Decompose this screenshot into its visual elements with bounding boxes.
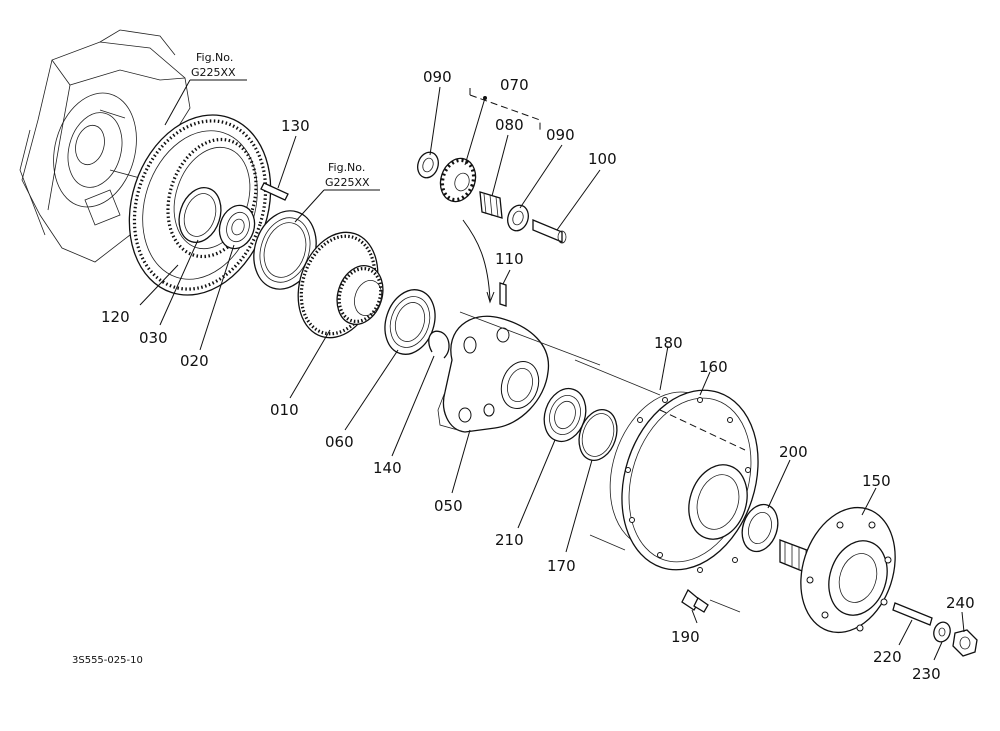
callout-200: 200 [779, 443, 808, 461]
snap-ring-140 [428, 330, 450, 359]
callout-150: 150 [862, 472, 891, 490]
callout-060: 060 [325, 433, 354, 451]
fig-ref-1-line1: Fig.No. [196, 51, 233, 64]
callout-220: 220 [873, 648, 902, 666]
stud-bolt-220 [892, 602, 933, 626]
bearing-020 [218, 204, 256, 250]
callout-170: 170 [547, 557, 576, 575]
callout-070: 070 [500, 76, 529, 94]
callout-110: 110 [495, 250, 524, 268]
callout-090-right: 090 [546, 126, 575, 144]
drawing-code: 3S555-025-10 [72, 655, 143, 666]
fig-ref-1-line2: G225XX [191, 66, 236, 79]
assembly-arrow [462, 219, 491, 301]
shaft-100 [532, 219, 567, 244]
bearing-060 [384, 289, 436, 355]
fig-ref-1: Fig.No. G225XX [164, 51, 247, 126]
callout-210: 210 [495, 531, 524, 549]
washer-230 [933, 621, 951, 643]
callout-010: 010 [270, 401, 299, 419]
bearing-210 [543, 387, 587, 443]
gear-010 [297, 231, 384, 339]
key-110 [499, 282, 507, 307]
fig-ref-2-line1: Fig.No. [328, 161, 365, 174]
fig-ref-2: Fig.No. G225XX [294, 161, 380, 223]
o-ring-170 [578, 409, 618, 461]
pin-130 [260, 182, 289, 201]
callout-labels: 130 090 070 080 090 100 110 120 030 020 … [101, 68, 975, 683]
callout-230: 230 [912, 665, 941, 683]
housing-cover-160 [621, 389, 759, 573]
callout-140: 140 [373, 459, 402, 477]
fig-ref-2-line2: G225XX [325, 176, 370, 189]
callout-080: 080 [495, 116, 524, 134]
planet-gear-070 [439, 157, 477, 203]
axle-flange-150 [779, 506, 896, 634]
callout-050: 050 [434, 497, 463, 515]
planet-carrier-050 [437, 315, 550, 433]
callout-180: 180 [654, 334, 683, 352]
guide-lines [459, 87, 746, 613]
ring-030 [178, 187, 222, 243]
callout-100: 100 [588, 150, 617, 168]
callout-160: 160 [699, 358, 728, 376]
callout-020: 020 [180, 352, 209, 370]
oil-seal-200 [741, 503, 779, 553]
callout-090-left: 090 [423, 68, 452, 86]
callout-120: 120 [101, 308, 130, 326]
callout-240: 240 [946, 594, 975, 612]
bolt-190 [681, 588, 709, 613]
nut-240 [952, 629, 978, 657]
callout-130: 130 [281, 117, 310, 135]
washer-090-right [507, 204, 529, 232]
callout-030: 030 [139, 329, 168, 347]
washer-090-left [417, 151, 439, 179]
needle-bearing-080 [479, 191, 503, 219]
callout-190: 190 [671, 628, 700, 646]
leader-lines [139, 86, 965, 661]
